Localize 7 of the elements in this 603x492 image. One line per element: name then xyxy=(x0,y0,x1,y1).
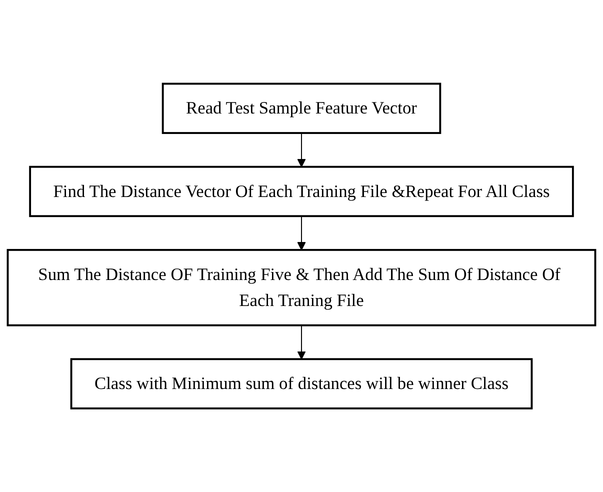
node-box: Read Test Sample Feature Vector xyxy=(162,82,442,134)
arrow xyxy=(297,216,306,250)
arrow xyxy=(297,132,306,168)
node-box: Class with Minimum sum of distances will be winner Class xyxy=(70,358,533,410)
arrow xyxy=(297,324,306,360)
node-box: Find The Distance Vector Of Each Training File &Repeat For All Class xyxy=(29,166,574,217)
node-box: Sum The Distance OF Training Five & Then Add The Sum Of Distance Of Each Traning File xyxy=(6,248,596,326)
